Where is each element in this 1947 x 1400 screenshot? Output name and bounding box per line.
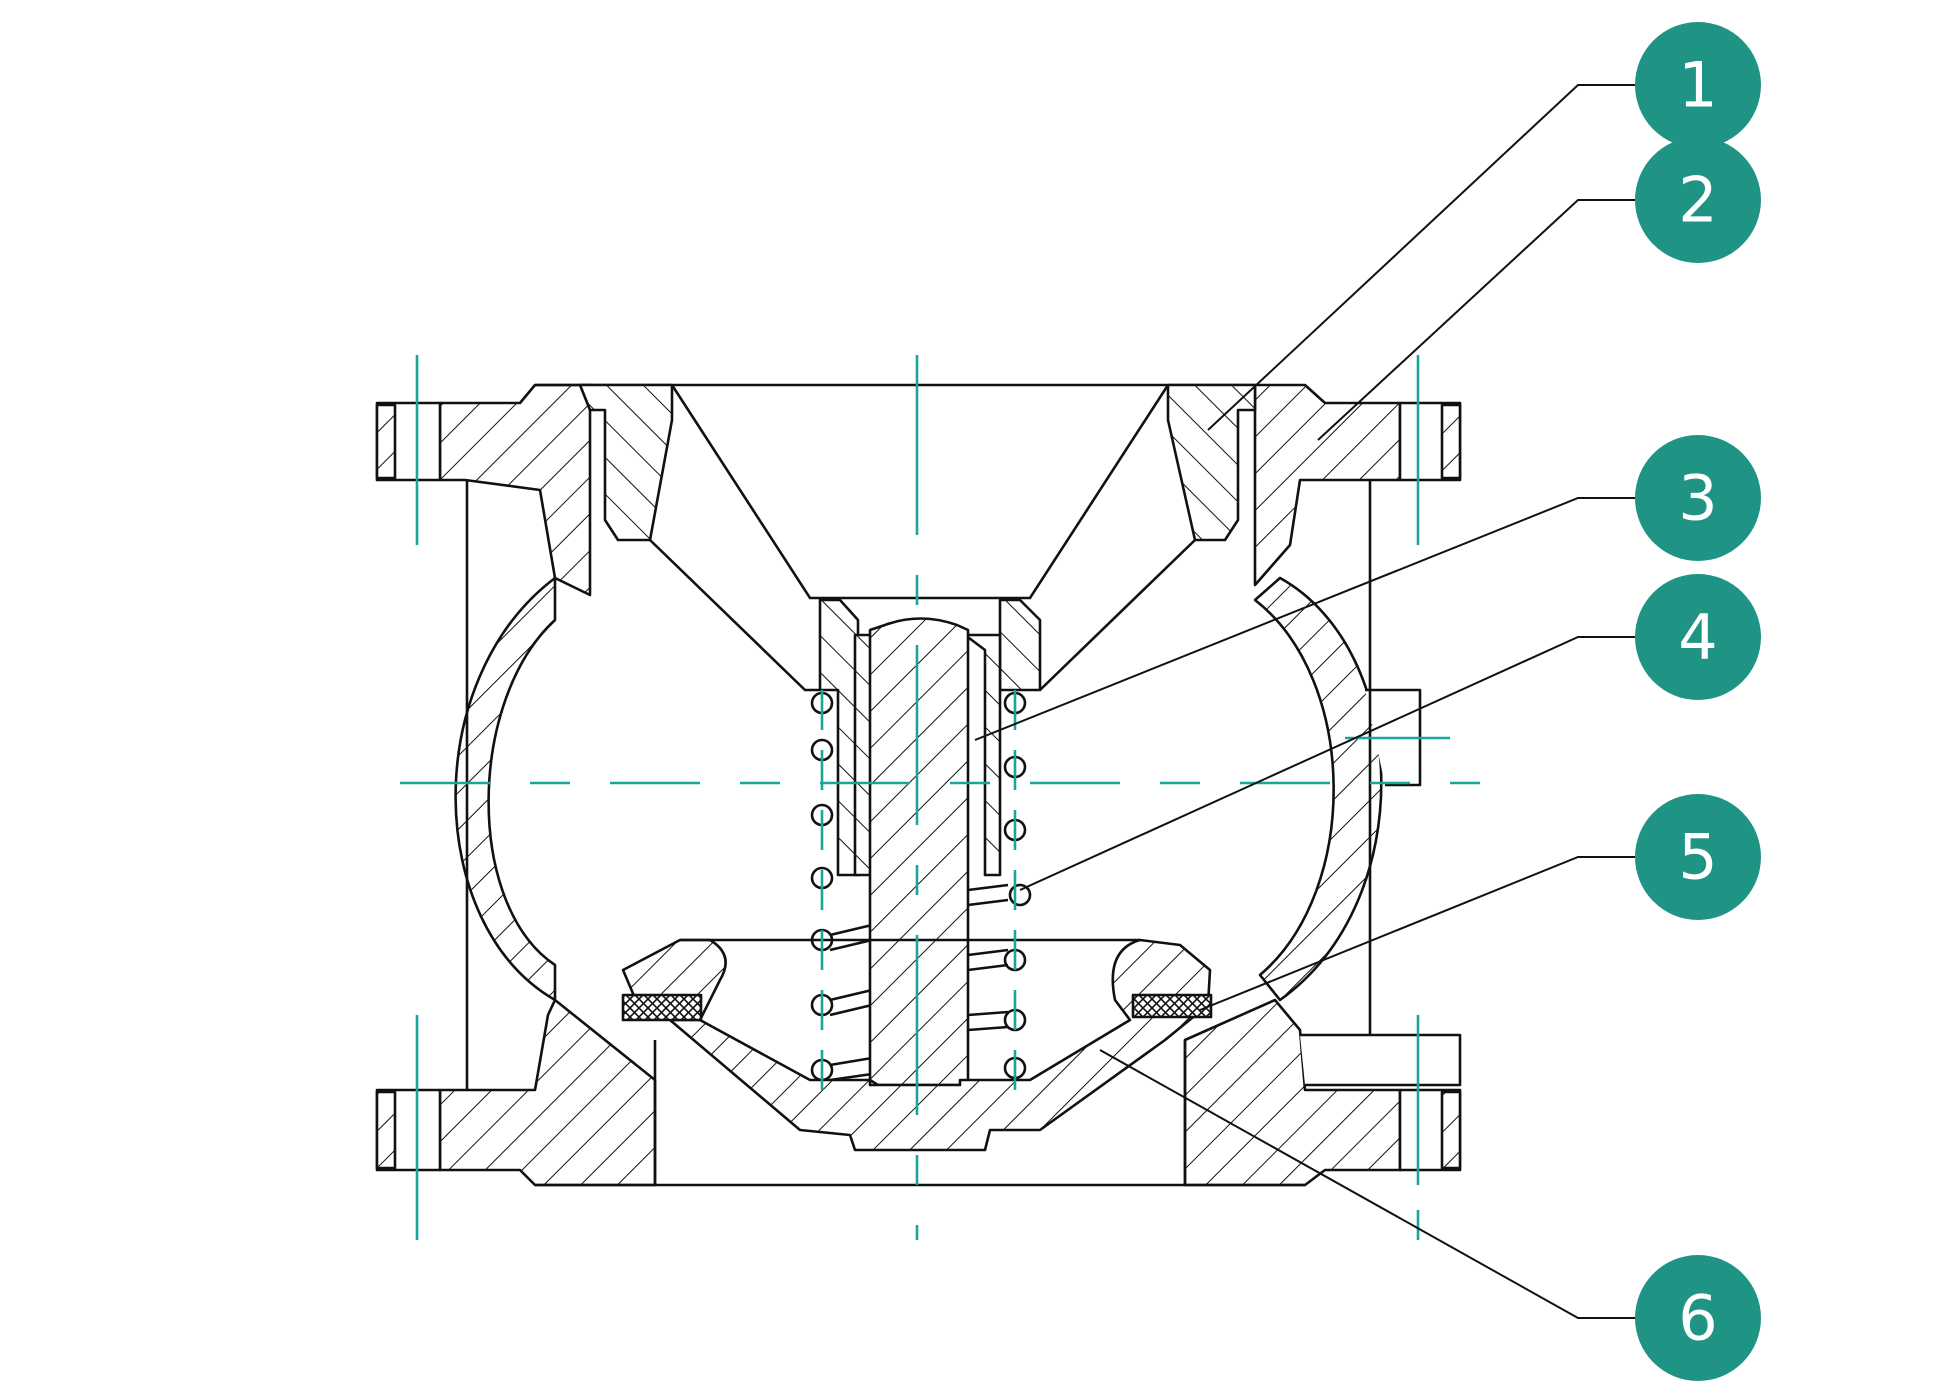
callout-6: 6 [1635,1255,1761,1381]
centre-lines [400,355,1480,1240]
callout-5: 5 [1635,794,1761,920]
disc-body [621,938,1212,1152]
leader-6 [1099,1049,1635,1319]
upper-right-flange [1253,383,1402,587]
lower-spigot [1300,1033,1462,1087]
callout-number: 1 [1678,49,1717,122]
callout-number: 5 [1678,821,1717,894]
valve-stem [868,617,970,1087]
guide-sleeve-left [818,598,860,877]
callout-badge [1635,1255,1761,1381]
callout-2: 2 [1635,137,1761,263]
spring-wire [829,883,1009,1082]
body-shell [454,576,557,1002]
leader-2 [1317,199,1635,441]
upper-left-flange [438,383,592,597]
guide-ring-right [1166,383,1257,542]
callout-badge [1635,574,1761,700]
seat-ring-right [1131,993,1213,1019]
seat-ring-left [621,993,703,1022]
guide-ring-left [578,383,674,542]
lower-left-flange [438,998,657,1187]
bolt-ll [375,1090,397,1170]
callout-number: 6 [1678,1282,1717,1355]
callout-3: 3 [1635,435,1761,561]
guide-cone [670,384,1170,600]
callout-number: 3 [1678,462,1717,535]
callout-badge [1635,137,1761,263]
guide-bushing-right [963,633,1002,877]
body-shell-right [1253,576,1383,1002]
leader-4 [1019,636,1635,891]
callout-4: 4 [1635,574,1761,700]
spring-coil [1008,883,1032,907]
guide-cone-lower-left [649,539,820,692]
leader-5 [1199,856,1635,1011]
callout-number: 4 [1678,601,1717,674]
leader-3 [974,497,1635,741]
guide-cone-lower-right [1039,539,1196,691]
bolt-ur [1440,403,1462,480]
callout-badges: 1 2 3 4 5 6 [1635,22,1761,1381]
valve-body [375,383,1462,1187]
callout-badge [1635,794,1761,920]
guide-sleeve-right [998,598,1042,692]
callout-badge [1635,435,1761,561]
leader-lines [974,84,1635,1319]
valve-guide [578,383,1257,877]
callout-number: 2 [1678,164,1717,237]
callout-badge [1635,22,1761,148]
callout-1: 1 [1635,22,1761,148]
bolt-ul [375,403,397,480]
leader-1 [1207,84,1635,431]
bolt-lr [1440,1090,1462,1170]
